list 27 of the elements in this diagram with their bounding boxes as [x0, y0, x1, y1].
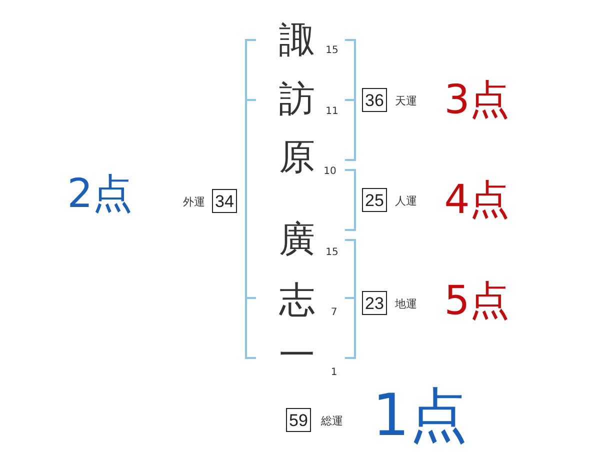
score-text: 5点 [444, 281, 510, 321]
stroke-count: 15 [326, 248, 338, 258]
fortune-name: 天運 [395, 96, 417, 106]
value-box: 59 [286, 408, 311, 432]
stroke-count: 10 [324, 167, 336, 177]
score-text: 4点 [444, 180, 510, 220]
fortune-name: 地運 [395, 298, 417, 310]
fortune-name: 人運 [395, 196, 417, 206]
name-character: 一 [279, 338, 315, 374]
name-character: 訪 [279, 82, 315, 118]
value-box: 23 [362, 291, 387, 315]
stroke-count: 7 [330, 308, 338, 318]
value-box: 34 [212, 189, 237, 213]
score-text: 3点 [444, 80, 510, 120]
name-character: 廣 [279, 222, 315, 258]
value-box: 36 [362, 88, 387, 112]
name-character: 諏 [279, 23, 315, 59]
name-character: 志 [279, 283, 315, 319]
name-character: 原 [279, 140, 315, 176]
fortune-name: 外運 [183, 196, 205, 208]
value-box: 25 [362, 188, 387, 212]
stroke-count: 15 [326, 46, 338, 56]
fortune-name: 総運 [321, 416, 343, 426]
score-text: 1点 [372, 386, 468, 444]
stroke-count: 1 [330, 368, 338, 378]
score-text: 2点 [67, 174, 133, 214]
stroke-count: 11 [326, 107, 338, 117]
